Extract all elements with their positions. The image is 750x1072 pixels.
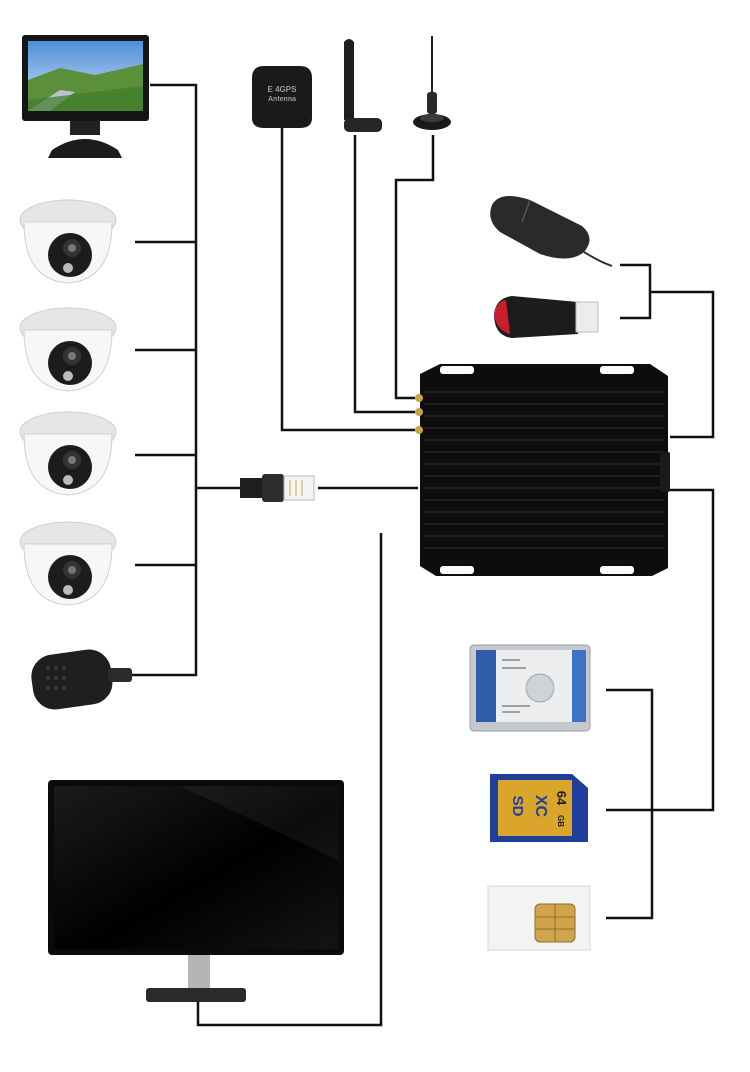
rj45-connector-icon xyxy=(240,474,315,502)
desktop-monitor-icon xyxy=(48,780,344,1002)
wire-usb-to-mdvr xyxy=(650,290,715,439)
usb-drive-icon xyxy=(494,296,599,338)
dome-camera-4 xyxy=(19,521,117,606)
handheld-microphone-icon xyxy=(31,649,132,710)
wire-storage-to-mdvr xyxy=(606,488,715,812)
gps-antenna-label-line1: E 4GPS xyxy=(268,85,298,94)
wifi-antenna-icon xyxy=(344,39,382,132)
dome-camera-3 xyxy=(19,411,117,496)
sim-card-icon xyxy=(487,885,591,951)
sd-card-unit: GB xyxy=(556,815,565,827)
sd-card-brand: SD xyxy=(509,796,526,817)
magnetic-antenna-icon xyxy=(413,36,451,130)
sd-card-icon: SD XC 64 GB xyxy=(490,774,588,842)
wire-gps xyxy=(280,128,415,432)
wire-usb-bus xyxy=(620,263,652,320)
small-lcd-monitor-icon xyxy=(22,35,149,158)
mouse-icon xyxy=(490,196,613,267)
gps-antenna-icon: E 4GPS Antenna xyxy=(252,66,312,128)
mdvr-box-icon xyxy=(415,364,670,576)
dome-camera-2 xyxy=(19,307,117,392)
hard-disk-icon xyxy=(469,644,591,732)
wire-monitor xyxy=(196,533,383,1027)
wire-left-bus xyxy=(132,83,198,677)
sd-card-type: XC xyxy=(532,795,549,818)
wire-wifi xyxy=(353,135,415,414)
dome-camera-1 xyxy=(19,199,117,284)
wires xyxy=(132,83,715,1027)
wire-4g xyxy=(394,135,435,400)
gps-antenna-label-line2: Antenna xyxy=(268,96,296,103)
sd-card-capacity: 64 xyxy=(554,791,569,806)
wire-storage-bus xyxy=(606,688,654,920)
